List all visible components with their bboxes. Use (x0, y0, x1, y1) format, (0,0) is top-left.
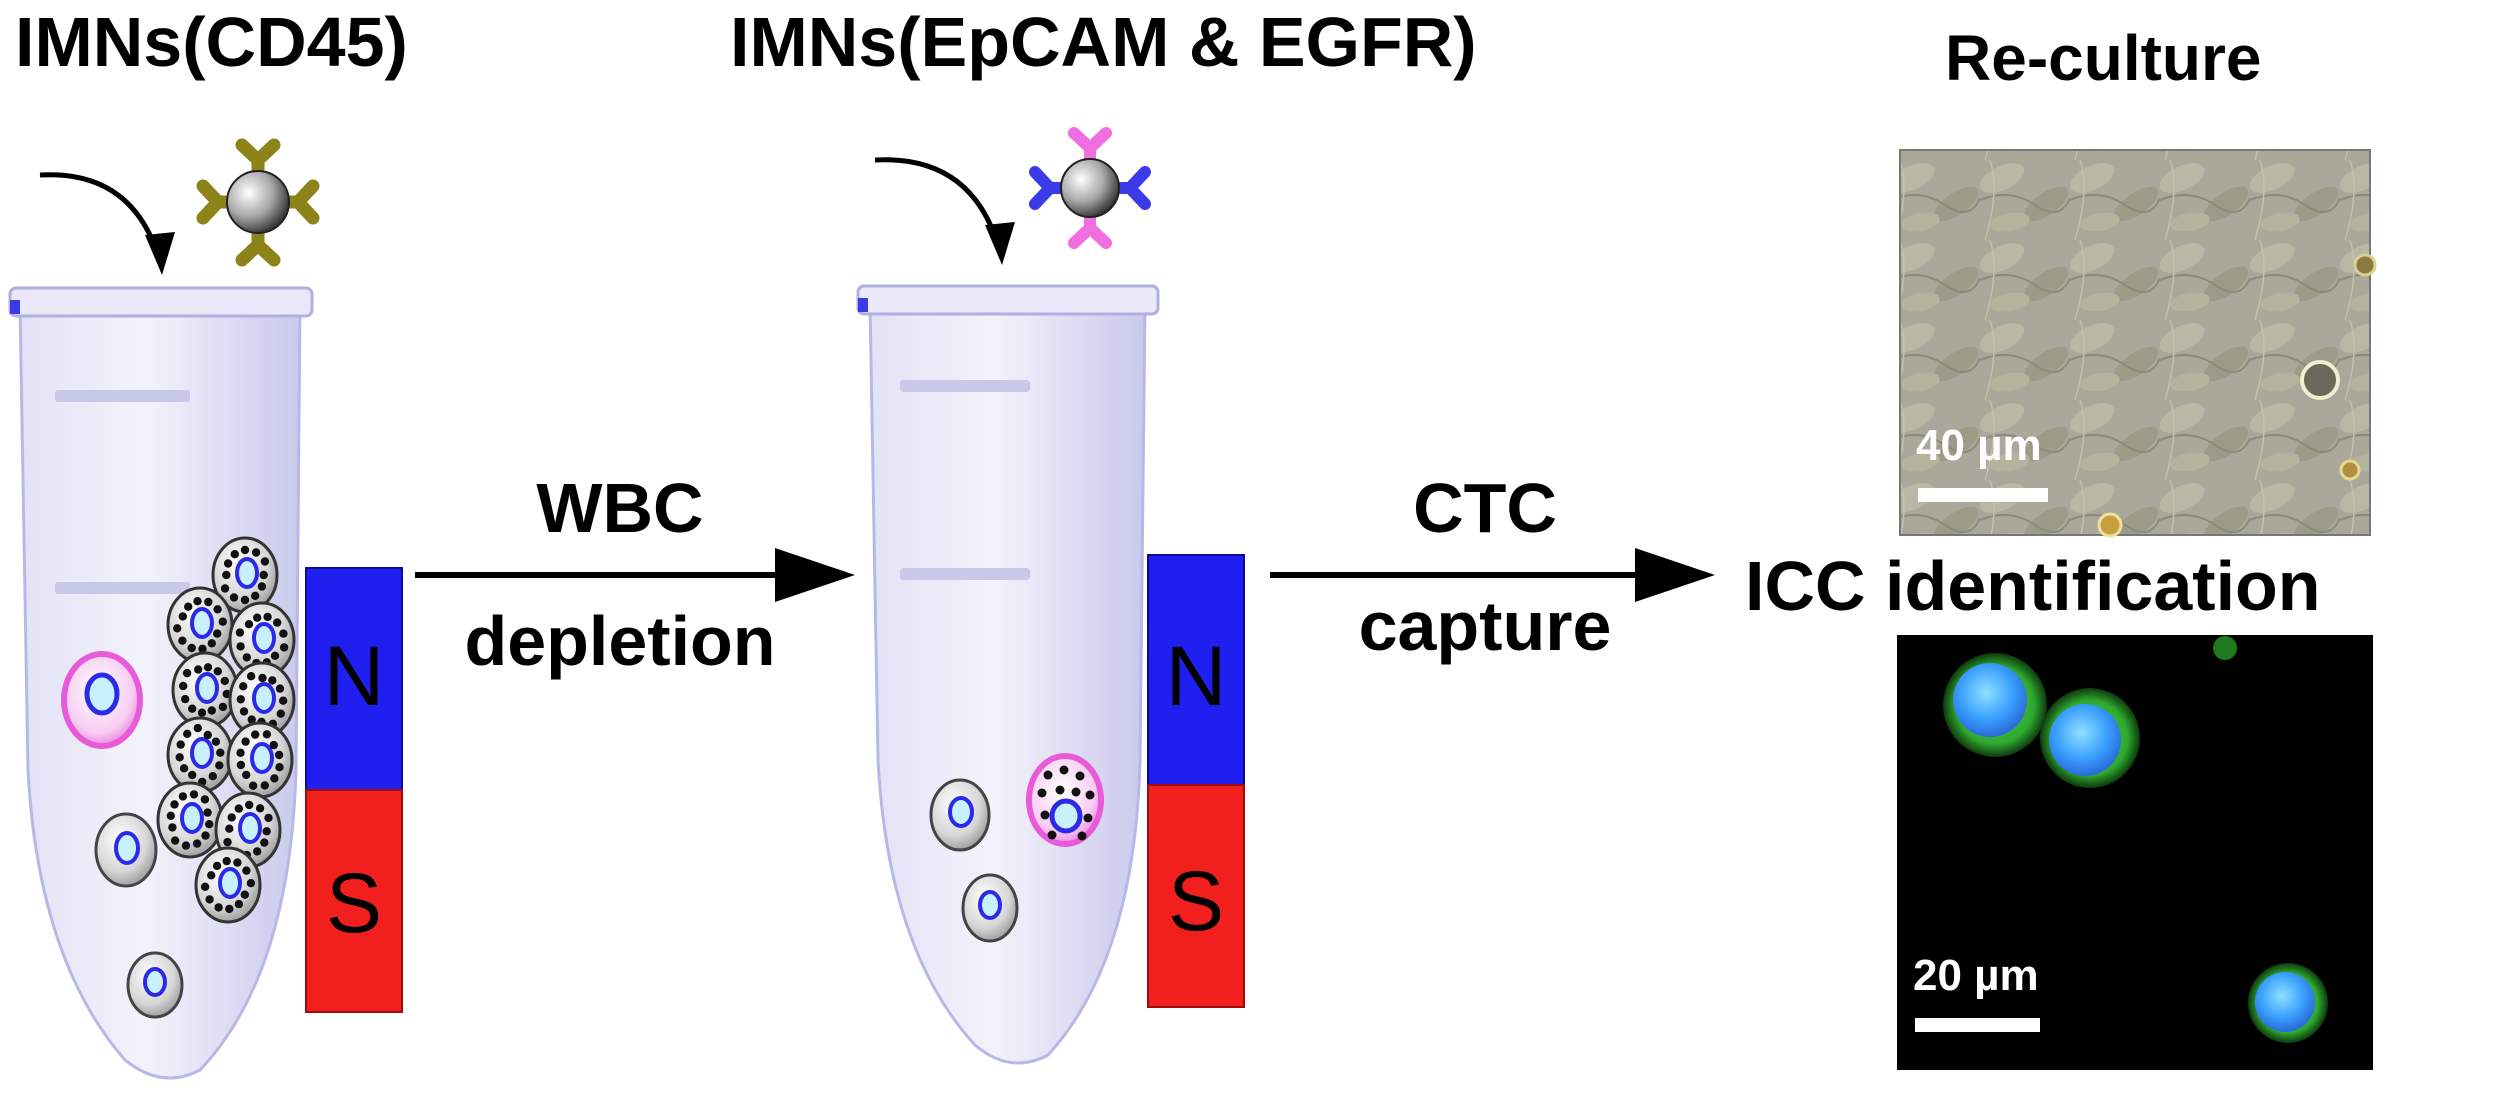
icc-title: ICC identification (1745, 547, 2321, 625)
wbc-bead-labelled (166, 716, 234, 794)
wbc-bead-labelled (156, 781, 224, 859)
magnet-1: N S (305, 567, 403, 1013)
wbc-bead-labelled (211, 536, 279, 614)
magnet-1-north-label: N (324, 629, 385, 723)
ctc-cell-1 (61, 651, 143, 749)
icc-scale-label: 20 µm (1913, 951, 2039, 1000)
wbc-free-2a (929, 778, 991, 852)
reculture-scale-bar (1918, 488, 2048, 502)
magnet-2-south-label: S (1168, 854, 1224, 948)
wbc-bead-cluster (156, 536, 296, 924)
cd45-imn-icon (196, 138, 320, 267)
ctc-captured-cell (1026, 753, 1104, 847)
icc-micrograph: 20 µm (1897, 635, 2373, 1070)
ctc-capture-arrow: CTC capture (1270, 469, 1715, 665)
magnet-2: N S (1147, 554, 1245, 1008)
wbc-bead-labelled (166, 586, 234, 664)
wbc-depletion-arrow: WBC depletion (415, 469, 855, 680)
arrow1-label-line2: depletion (464, 602, 775, 680)
wbc-bead-labelled (194, 846, 262, 924)
ctc-fluorescent-cell-2 (2040, 688, 2140, 788)
tube-2 (856, 284, 1160, 1065)
wbc-free-2b (961, 873, 1019, 943)
step2-title: IMNs(EpCAM & EGFR) (730, 3, 1477, 81)
arrow2-label-line1: CTC (1413, 469, 1557, 547)
magnet-2-north-label: N (1166, 629, 1227, 723)
ctc-fluorescent-cell-1 (1943, 653, 2047, 757)
reculture-micrograph: 40 µm (1899, 149, 2377, 538)
icc-scale-bar (1915, 1018, 2040, 1032)
wbc-bead-labelled (171, 651, 239, 729)
ctc-fluorescent-cell-3 (2248, 963, 2328, 1043)
epcam-egfr-imn-icon (1029, 127, 1151, 249)
wbc-free-1b (126, 951, 184, 1019)
arrow1-label-line1: WBC (536, 469, 703, 547)
wbc-free-1a (94, 812, 158, 888)
add-reagent-arrow-2 (874, 157, 1001, 246)
reculture-scale-label: 40 µm (1916, 421, 2042, 470)
step1-title: IMNs(CD45) (15, 3, 408, 81)
wbc-bead-labelled (226, 721, 294, 799)
add-reagent-arrowhead-1 (145, 232, 175, 275)
arrow2-label-line2: capture (1359, 587, 1612, 665)
add-reagent-arrowhead-2 (985, 222, 1015, 265)
magnet-1-south-label: S (326, 856, 382, 950)
reculture-title: Re-culture (1945, 22, 2262, 94)
add-reagent-arrow-1 (39, 172, 161, 256)
